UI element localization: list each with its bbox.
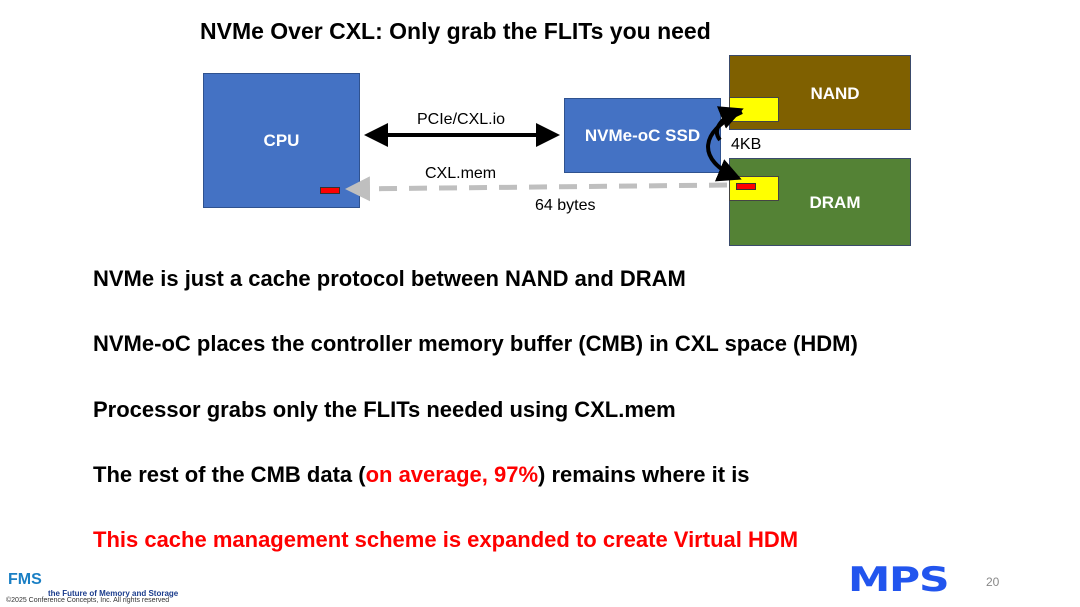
nand-arrow xyxy=(714,106,744,142)
cpu-flit-marker xyxy=(320,187,340,194)
64-bytes-label: 64 bytes xyxy=(535,197,596,214)
bullet-4-post: ) remains where it is xyxy=(538,462,750,487)
copyright: ©2025 Conference Concepts, Inc. All righ… xyxy=(6,597,170,604)
dram-flit-marker xyxy=(736,183,756,190)
svg-text:FMS: FMS xyxy=(8,571,42,588)
fms-logo: FMS xyxy=(8,568,60,593)
cxl-mem-dashed-arrow xyxy=(345,176,728,202)
ssd-label: NVMe-oC SSD xyxy=(584,125,701,145)
slide-title: NVMe Over CXL: Only grab the FLITs you n… xyxy=(200,18,711,44)
cpu-box: CPU xyxy=(203,73,360,208)
bullet-1: NVMe is just a cache protocol between NA… xyxy=(93,266,686,291)
dram-box: DRAM xyxy=(729,158,911,246)
bullet-4-pre: The rest of the CMB data ( xyxy=(93,462,366,487)
bullet-3: Processor grabs only the FLITs needed us… xyxy=(93,397,676,422)
bullet-5: This cache management scheme is expanded… xyxy=(93,527,799,552)
bullet-4-highlight: on average, 97% xyxy=(365,462,539,487)
pcie-cxl-io-label: PCIe/CXL.io xyxy=(417,111,506,128)
bullet-4: The rest of the CMB data (on average, 97… xyxy=(93,462,750,488)
cpu-label: CPU xyxy=(263,130,300,150)
fms-tagline: the Future of Memory and Storage xyxy=(48,589,179,598)
mps-logo: MPS xyxy=(848,560,950,600)
nand-label: NAND xyxy=(810,84,860,103)
nvme-oc-ssd-box: NVMe-oC SSD xyxy=(564,98,721,173)
fms-logo-icon: FMS xyxy=(8,571,42,588)
bullet-2: NVMe-oC places the controller memory buf… xyxy=(93,331,858,356)
cxl-mem-label: CXL.mem xyxy=(425,165,497,182)
dram-label: DRAM xyxy=(809,193,861,212)
page-number: 20 xyxy=(986,575,1000,589)
4kb-label: 4KB xyxy=(731,136,762,153)
